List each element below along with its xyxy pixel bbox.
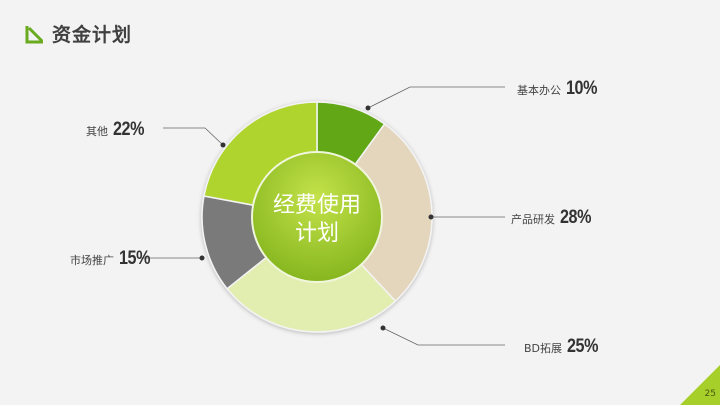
- title-text: 资金计划: [52, 24, 133, 46]
- corner-decoration: [680, 365, 720, 405]
- label-rnd: 产品研发 28%: [511, 207, 592, 228]
- label-marketing: 市场推广 15%: [70, 248, 151, 269]
- label-office: 基本办公 10%: [517, 78, 598, 99]
- slide-title: 资金计划: [24, 20, 132, 47]
- page-number: 25: [704, 389, 716, 399]
- label-other: 其他 22%: [86, 119, 145, 140]
- center-circle: [251, 151, 383, 283]
- arrow-down-right-icon: [25, 25, 44, 43]
- label-bd: BD拓展 25%: [524, 336, 599, 357]
- center-label: 经费使用 计划: [272, 193, 361, 246]
